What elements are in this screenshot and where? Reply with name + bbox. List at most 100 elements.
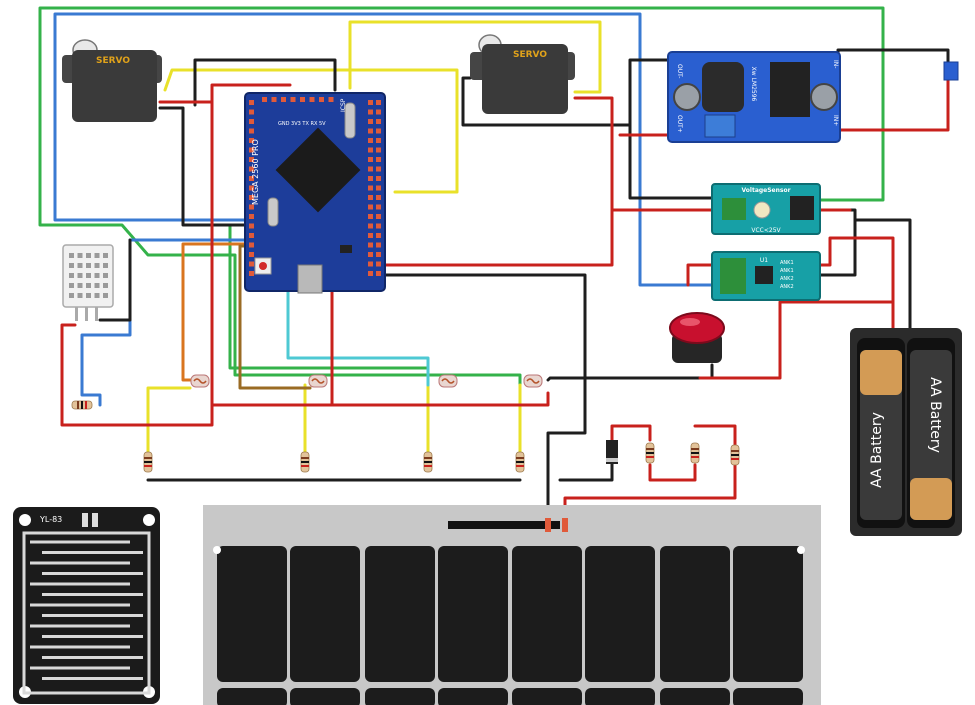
mount-hole — [19, 514, 31, 526]
header-pin — [290, 97, 296, 102]
dht-vent — [77, 263, 83, 268]
solar-cell — [290, 546, 360, 682]
resistor — [423, 451, 433, 473]
ldr-trace — [193, 378, 207, 384]
dht-vent — [69, 253, 74, 258]
ldr-trace — [526, 378, 540, 384]
voltage-sensor-module: VoltageSensor VCC<25V — [711, 183, 821, 235]
header-pin — [368, 100, 373, 105]
resistor-band — [144, 465, 152, 467]
rain-traces — [22, 513, 151, 695]
icsp-label: ICSP — [340, 98, 347, 112]
push-button[interactable] — [669, 312, 725, 363]
header-pin — [376, 185, 381, 191]
header-pin — [368, 166, 373, 172]
header-pin — [249, 147, 254, 153]
dht-vent — [77, 273, 83, 278]
header-pin — [309, 97, 315, 102]
dht-vent — [86, 273, 91, 278]
current-pin-3: ANK2 — [780, 276, 794, 282]
servo-label: SERVO — [96, 56, 130, 66]
header-pin — [328, 97, 334, 102]
rain-pin — [92, 513, 98, 527]
header-pin — [368, 261, 373, 267]
resistor-band — [731, 450, 739, 452]
current-terminal — [720, 258, 746, 294]
header-pin — [300, 97, 305, 102]
button-cap[interactable] — [669, 312, 725, 344]
resistor-band — [731, 458, 739, 460]
wire-red-servo1 — [60, 83, 292, 422]
wire-red-diode — [563, 424, 737, 522]
header-pin — [376, 204, 381, 210]
solar-cell — [438, 546, 508, 682]
voltage-range: VCC<25V — [751, 227, 781, 234]
header-pin — [249, 100, 254, 105]
potentiometer[interactable] — [704, 114, 736, 138]
wire-black-ground — [98, 238, 587, 522]
header-pin — [281, 97, 286, 102]
solar-cell — [290, 688, 360, 705]
header-pin — [376, 242, 381, 248]
battery-terminal-2 — [910, 478, 952, 520]
voltage-sensor-title: VoltageSensor — [741, 187, 790, 194]
pin-header — [790, 196, 814, 220]
resistor-band — [301, 461, 309, 463]
header-pin — [249, 233, 254, 238]
regulator — [340, 245, 352, 253]
resistor-band — [144, 457, 152, 459]
resistor-band — [85, 401, 87, 409]
battery-label-2: AA Battery — [927, 377, 943, 453]
resistor — [300, 451, 310, 473]
header-pin — [368, 214, 373, 219]
solar-cell — [512, 688, 582, 705]
header-pin — [376, 195, 381, 200]
microcontroller-chip — [275, 127, 361, 213]
solar-cell — [585, 688, 655, 705]
crystal — [344, 102, 356, 139]
terminal-block — [722, 198, 746, 220]
ldr-trace — [441, 378, 455, 384]
header-pin — [368, 157, 373, 162]
arduino-mega-2560-pro: MEGA 2560 PRO ICSP GND 3V3 TX RX 5V — [244, 92, 386, 294]
usb-port — [297, 264, 323, 294]
reset-button-cap[interactable] — [259, 262, 267, 270]
wire-orange — [181, 242, 257, 382]
header-pin — [376, 261, 381, 267]
dht-vent — [94, 253, 100, 258]
resistor-band — [424, 465, 432, 467]
resistor — [71, 400, 93, 410]
dht-vent — [69, 263, 74, 268]
solar-cell — [365, 688, 435, 705]
out-plus-label: OUT+ — [676, 115, 683, 133]
header-pin — [271, 97, 277, 102]
header-pin — [368, 128, 373, 134]
current-pin-4: ANK2 — [780, 284, 794, 290]
solar-mount-hole — [797, 546, 805, 554]
header-pin — [249, 261, 254, 267]
dht-grille — [69, 253, 108, 298]
header-pin — [368, 223, 373, 229]
resistor-band — [424, 457, 432, 459]
current-chip — [755, 266, 773, 284]
header-pin — [376, 119, 381, 124]
wire-black-servo2 — [461, 58, 714, 200]
servo-motor-1: SERVO — [62, 39, 162, 122]
solar-junction — [448, 521, 560, 529]
header-pin — [249, 271, 254, 276]
header-pin — [368, 176, 373, 181]
solar-pin — [562, 518, 568, 532]
dht-vent — [103, 253, 108, 258]
in-minus-label: IN- — [832, 60, 839, 68]
resistor — [645, 442, 655, 464]
solar-mount-hole — [213, 546, 221, 554]
capacitor-in — [673, 83, 701, 111]
header-pin — [376, 166, 381, 172]
header-pin — [368, 138, 373, 143]
header-pin — [376, 214, 381, 219]
battery-cell-2 — [910, 350, 952, 520]
solar-cell — [660, 546, 730, 682]
solar-cell — [585, 546, 655, 682]
header-pin — [249, 223, 254, 229]
dht-vent — [103, 293, 108, 298]
